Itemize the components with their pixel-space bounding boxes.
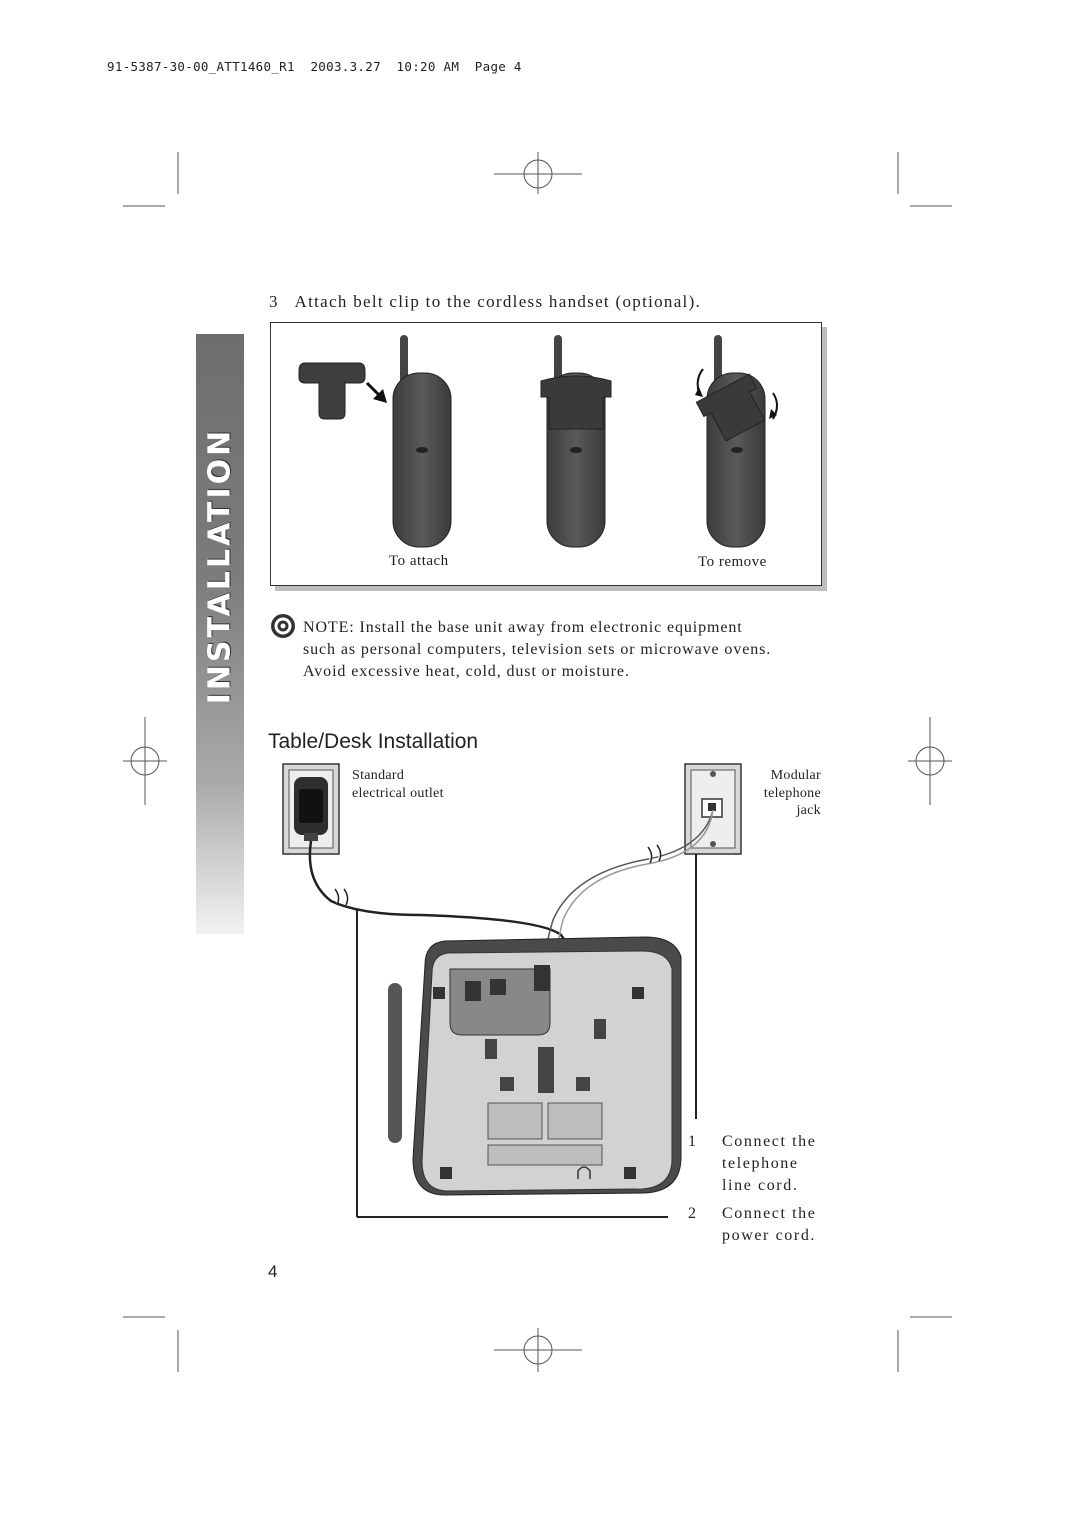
handset-illustrations <box>298 335 778 548</box>
caption-to-remove: To remove <box>698 554 767 570</box>
note-line: Avoid excessive heat, cold, dust or mois… <box>303 663 630 680</box>
jack-label-line: Modular <box>770 768 821 783</box>
connect-step-text: Connect the power cord. <box>722 1205 817 1244</box>
jack-label: Modular telephone jack <box>720 767 821 820</box>
page-number: 4 <box>268 1262 278 1281</box>
outlet-label-line: electrical outlet <box>352 785 444 801</box>
electrical-outlet <box>282 763 340 855</box>
note-line: NOTE: Install the base unit away from el… <box>303 619 743 636</box>
section-title: Table/Desk Installation <box>268 730 479 753</box>
table-desk-diagram <box>282 763 742 1218</box>
note-text: NOTE: Install the base unit away from el… <box>303 617 843 683</box>
handset-remove <box>695 335 778 548</box>
handset-attach <box>298 335 452 548</box>
step-3-text: Attach belt clip to the cordless handset… <box>294 292 702 311</box>
connect-step-number: 2 <box>688 1205 698 1222</box>
print-slug: 91-5387-30-00_ATT1460_R1 2003.3.27 10:20… <box>107 59 522 74</box>
list-item: 1 Connect the telephone line cord. <box>688 1131 838 1197</box>
telephone-jack <box>684 763 742 855</box>
step-3-number: 3 <box>269 292 279 311</box>
base-unit <box>388 936 682 1196</box>
connect-steps: 1 Connect the telephone line cord. 2 Conne… <box>688 1131 838 1247</box>
jack-label-line: telephone <box>763 785 821 801</box>
handset-clip-attached <box>540 335 612 548</box>
section-side-tab: INSTALLATION <box>196 334 244 934</box>
belt-clip-figure: To attach To remove <box>270 322 822 586</box>
outlet-label: Standard electrical outlet <box>352 767 444 802</box>
target-icon <box>271 614 295 638</box>
note-line: such as personal computers, television s… <box>303 641 772 658</box>
connect-step-number: 1 <box>688 1133 698 1150</box>
outlet-label-line: Standard <box>352 768 405 783</box>
connect-step-text: Connect the telephone line cord. <box>722 1133 817 1194</box>
jack-label-line: jack <box>796 803 821 818</box>
caption-to-attach: To attach <box>389 553 449 569</box>
side-tab-label: INSTALLATION <box>202 427 238 705</box>
list-item: 2 Connect the power cord. <box>688 1203 838 1247</box>
step-3: 3 Attach belt clip to the cordless hands… <box>269 292 701 312</box>
